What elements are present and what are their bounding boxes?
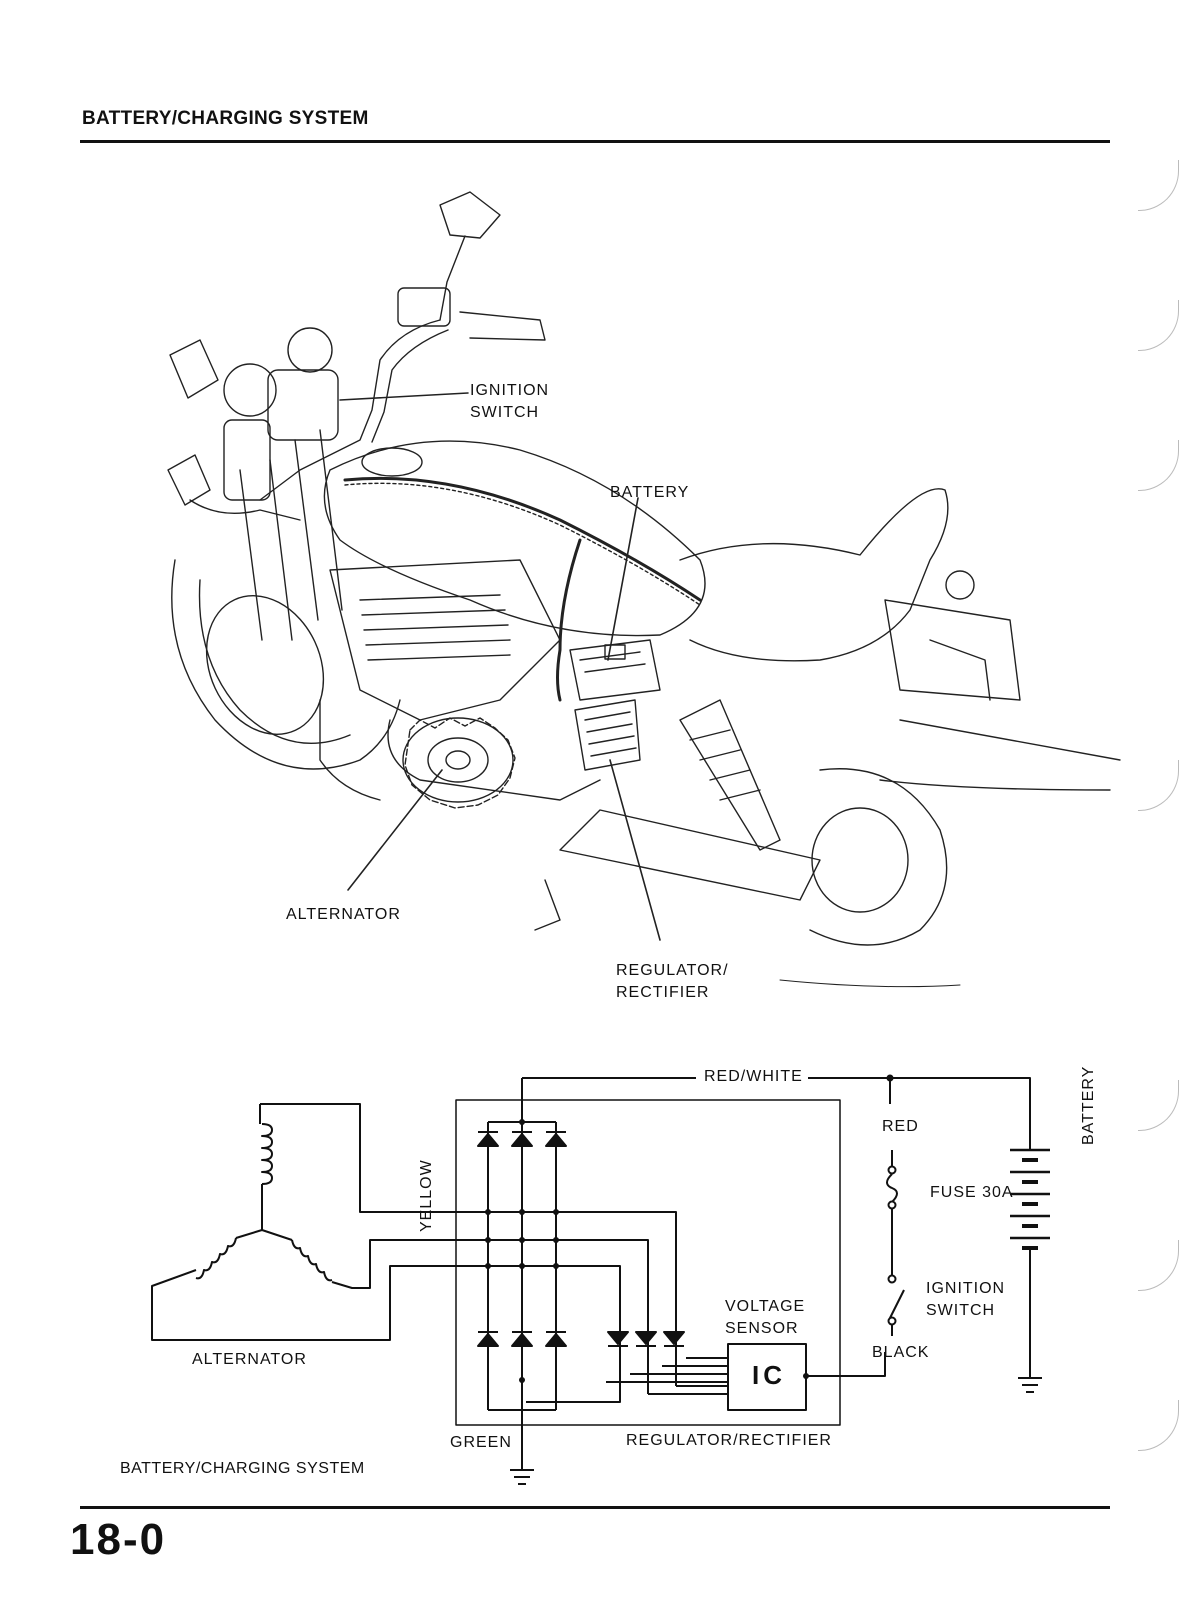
schematic-ignition-line2: SWITCH [926,1302,996,1319]
alternator-drawing [402,717,516,809]
headlight-drawing [167,327,339,506]
schematic-ignition-switch-label: IGNITION SWITCH [926,1278,1005,1322]
schematic-alternator-label: ALTERNATOR [192,1351,307,1368]
mirror-drawing [439,191,501,321]
header-rule [80,140,1110,143]
regulator-box [455,1099,841,1426]
fuse-and-switch [886,1078,905,1336]
page-number: 18-0 [70,1515,167,1564]
battery-schematic-label: BATTERY [1080,1065,1097,1145]
wire-label-red-white: RED/WHITE [700,1066,807,1088]
regulator-rectifier-label: REGULATOR/ RECTIFIER [616,960,729,1004]
regulator-label-line2: RECTIFIER [616,984,710,1001]
rectifier-bridge [424,1077,1031,1470]
voltage-sensor-label: VOLTAGE SENSOR [725,1296,805,1340]
alternator-stator-drawing [151,1103,424,1341]
voltage-sensor-line1: VOLTAGE [725,1298,806,1315]
alternator-leader-line [347,769,443,891]
junction-dots [485,1074,894,1383]
ignition-switch-label-line1: IGNITION [470,382,550,399]
fuse-label: FUSE 30A [930,1184,1014,1201]
battery-leader-line [607,497,639,661]
regulator-label-line1: REGULATOR/ [616,962,729,979]
wire-label-red: RED [882,1118,919,1135]
ground-symbol [510,1377,1042,1485]
front-wheel-drawing [171,429,401,770]
regulator-leader-line [609,759,661,941]
page-title: BATTERY/CHARGING SYSTEM [82,108,369,129]
footer-rule [80,1506,1110,1509]
battery-label: BATTERY [610,484,690,501]
battery-drawing [569,639,661,701]
schematic-caption: BATTERY/CHARGING SYSTEM [120,1460,365,1477]
rear-wheel-drawing [534,699,1121,988]
battery-symbol [1010,1140,1050,1378]
regulator-drawing [574,699,641,771]
seat-drawing [679,488,1021,701]
schematic-ignition-line1: IGNITION [926,1280,1006,1297]
voltage-sensor-line2: SENSOR [725,1320,799,1337]
ignition-leader-line [339,392,469,401]
alternator-label: ALTERNATOR [286,906,401,923]
wire-label-green: GREEN [450,1434,512,1451]
fuel-tank-drawing [323,440,706,702]
ignition-switch-label-line2: SWITCH [470,404,540,421]
ic-label: IC [752,1360,786,1390]
wire-label-yellow: YELLOW [418,1159,435,1232]
engine-drawing [319,559,601,801]
wire-label-black: BLACK [872,1344,930,1361]
ignition-switch-label: IGNITION SWITCH [470,380,549,424]
diodes [477,1131,685,1347]
regulator-rectifier-schematic-label: REGULATOR/RECTIFIER [626,1432,832,1449]
ic-chip [727,1343,807,1411]
